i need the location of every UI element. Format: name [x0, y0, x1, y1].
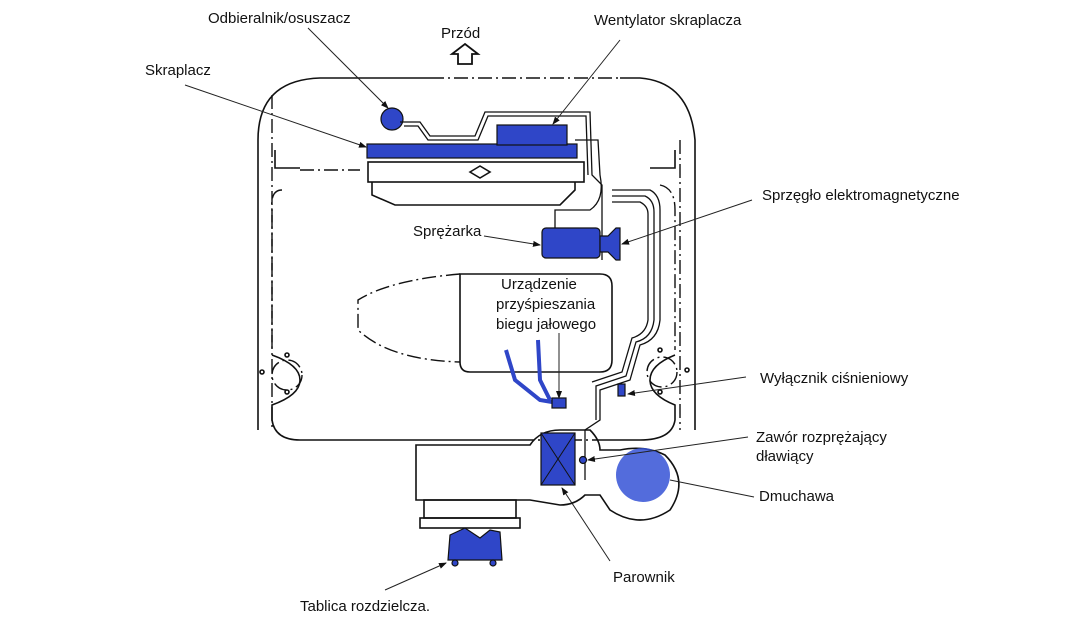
vehicle-outline	[257, 77, 696, 441]
refrigerant-pipes	[400, 111, 661, 480]
engine-block	[357, 273, 613, 373]
label-idle-up-line1: Urządzenie	[501, 276, 577, 293]
radiator-body	[367, 161, 585, 206]
compressor	[541, 227, 601, 259]
leader-lines	[184, 27, 755, 591]
condenser	[366, 143, 578, 159]
electromagnetic-clutch	[599, 227, 621, 261]
label-expansion-valve-line1: Zawór rozprężający	[756, 429, 887, 446]
label-pressure-switch: Wyłącznik ciśnieniowy	[760, 370, 909, 387]
receiver-drier	[380, 107, 404, 131]
label-idle-up-line2: przyśpieszania	[496, 296, 596, 313]
label-condenser-fan: Wentylator skraplacza	[594, 12, 742, 29]
blower	[616, 448, 670, 502]
expansion-valve	[578, 455, 588, 465]
label-compressor: Sprężarka	[413, 223, 482, 240]
label-dashboard: Tablica rozdzielcza.	[300, 598, 430, 615]
label-electromagnetic-clutch: Sprzęgło elektromagnetyczne	[762, 187, 960, 204]
forward-arrow-icon	[449, 42, 481, 65]
hvac-housing	[415, 429, 680, 529]
label-idle-up-line3: biegu jałowego	[496, 316, 596, 333]
label-evaporator: Parownik	[613, 569, 675, 586]
label-condenser: Skraplacz	[145, 62, 211, 79]
label-forward-direction: Przód	[441, 25, 480, 42]
evaporator	[540, 432, 576, 486]
idle-up-device	[504, 339, 567, 409]
condenser-fan	[496, 124, 568, 146]
label-blower: Dmuchawa	[759, 488, 835, 505]
label-receiver-drier: Odbieralnik/osuszacz	[208, 10, 351, 27]
dashboard	[447, 527, 503, 561]
label-expansion-valve-line2: dławiący	[756, 448, 814, 465]
pressure-switch	[617, 383, 626, 397]
